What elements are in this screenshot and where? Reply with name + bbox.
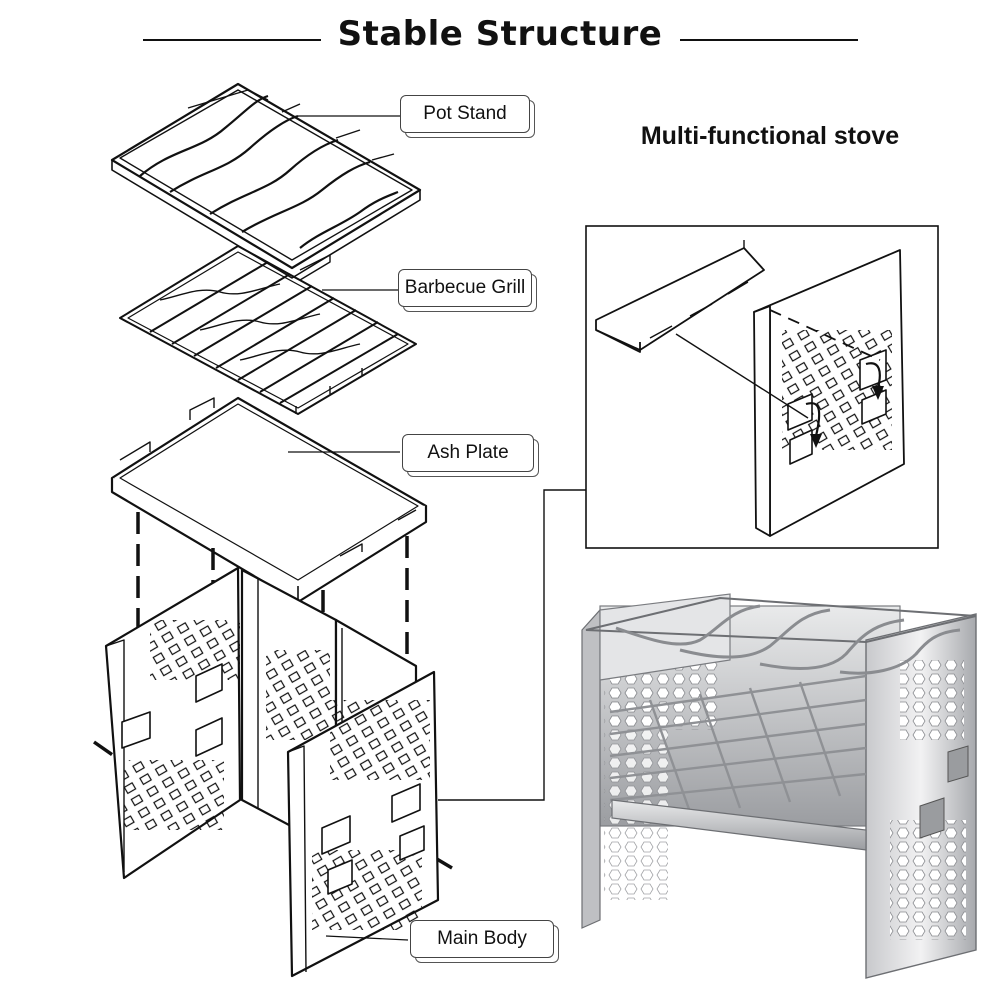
title-rule-right xyxy=(680,39,858,41)
callout-pot-stand-label: Pot Stand xyxy=(400,95,530,133)
callout-pot-stand: Pot Stand xyxy=(400,95,535,138)
ash-plate-drawing xyxy=(110,396,428,604)
main-body-leader xyxy=(325,935,409,941)
callout-ash-plate: Ash Plate xyxy=(402,434,539,477)
callout-barbecue-grill: Barbecue Grill xyxy=(398,269,537,312)
barbecue-grill-drawing xyxy=(119,245,417,415)
pot-stand-drawing xyxy=(110,82,422,281)
callout-barbecue-grill-label: Barbecue Grill xyxy=(398,269,532,307)
callout-main-body: Main Body xyxy=(410,920,559,963)
title-rule-left xyxy=(143,39,321,41)
callout-ash-plate-label: Ash Plate xyxy=(402,434,534,472)
assembled-stove-illustration xyxy=(581,593,977,979)
callout-main-body-label: Main Body xyxy=(410,920,554,958)
inset-connector-line xyxy=(438,489,586,801)
page-subtitle: Multi-functional stove xyxy=(640,122,900,150)
inset-detail-box xyxy=(585,225,939,549)
main-body-drawing xyxy=(104,566,440,978)
page-title: Stable Structure xyxy=(337,14,663,54)
